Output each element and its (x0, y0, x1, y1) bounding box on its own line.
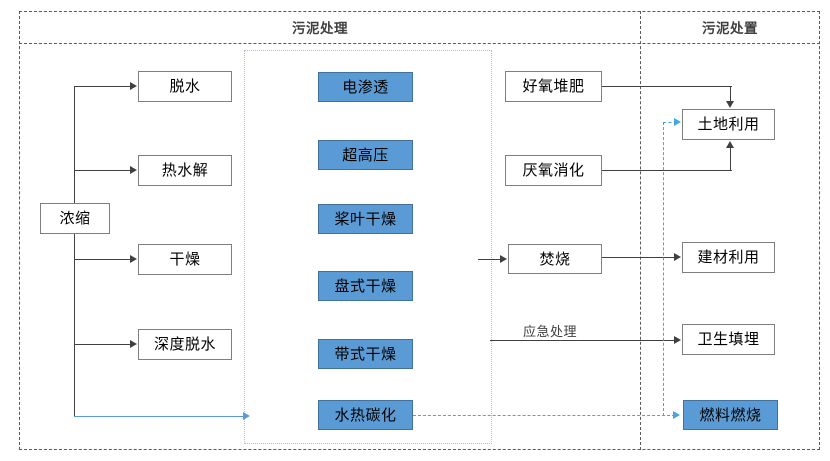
node-anaerobic-digestion[interactable]: 厌氧消化 (505, 155, 602, 186)
arrowhead-dewater (130, 82, 137, 90)
node-dewater[interactable]: 脱水 (138, 71, 232, 102)
connector-thicken-to-dewater (74, 86, 132, 88)
section-title-sludge-treatment: 污泥处理 (292, 21, 348, 37)
technology-group-container (244, 50, 492, 444)
arrowhead-sanitary-landfill (674, 336, 681, 344)
connector-aerobic-composting-to-land-use-h (602, 86, 732, 88)
arrowhead-land-use-bottom (726, 141, 734, 148)
node-thicken[interactable]: 浓缩 (40, 203, 110, 234)
node-deep-dewater[interactable]: 深度脱水 (138, 329, 232, 360)
connector-trunk-vertical (74, 86, 76, 416)
node-electro-osmosis[interactable]: 电渗透 (318, 72, 413, 102)
connector-anaerobic-digestion-to-land-use-v (730, 147, 732, 171)
arrowhead-incineration (500, 255, 507, 263)
connector-thicken-to-thermal-hydrolysis (74, 170, 132, 172)
connector-hydrothermal-to-fuel-combustion (413, 415, 675, 416)
connector-to-incineration (478, 259, 502, 261)
connector-thicken-to-drying (74, 259, 132, 261)
connector-aerobic-composting-to-land-use-v (730, 86, 732, 102)
arrowhead-technology-group (243, 412, 250, 420)
arrowhead-building-material-use (674, 253, 681, 261)
node-fuel-combustion[interactable]: 燃料燃烧 (683, 400, 778, 430)
node-disc-drying[interactable]: 盘式干燥 (318, 271, 413, 301)
connector-hydrothermal-to-land-use-h (663, 122, 677, 123)
connector-hydrothermal-to-land-use-v (663, 122, 664, 416)
arrowhead-deep-dewater (130, 340, 137, 348)
connector-thicken-to-technology-group (74, 416, 246, 418)
arrowhead-land-use-left (674, 118, 681, 126)
node-aerobic-composting[interactable]: 好氧堆肥 (505, 71, 602, 102)
connector-thicken-to-deep-dewater (74, 344, 132, 346)
arrowhead-fuel-combustion (673, 411, 680, 419)
connector-anaerobic-digestion-to-land-use-h (602, 170, 732, 172)
outer-dashed-frame (19, 11, 820, 450)
node-ultra-high-pressure[interactable]: 超高压 (318, 140, 413, 170)
arrowhead-thermal-hydrolysis (130, 166, 137, 174)
node-sanitary-landfill[interactable]: 卫生填埋 (682, 324, 775, 355)
node-drying[interactable]: 干燥 (138, 244, 232, 275)
connector-incineration-to-building-material (602, 257, 676, 259)
section-divider-line (640, 11, 641, 450)
node-belt-drying[interactable]: 带式干燥 (318, 339, 413, 369)
node-land-use[interactable]: 土地利用 (682, 109, 775, 140)
arrowhead-land-use-top (726, 101, 734, 108)
section-title-sludge-disposal: 污泥处置 (702, 21, 758, 37)
node-paddle-drying[interactable]: 桨叶干燥 (318, 204, 413, 234)
node-thermal-hydrolysis[interactable]: 热水解 (138, 155, 232, 186)
arrowhead-drying (130, 255, 137, 263)
edge-label-emergency-treatment: 应急处理 (523, 325, 578, 340)
node-building-material-use[interactable]: 建材利用 (682, 242, 775, 273)
node-incineration[interactable]: 焚烧 (508, 244, 602, 274)
connector-emergency-to-sanitary-landfill (490, 340, 676, 342)
node-hydrothermal-carbonization[interactable]: 水热碳化 (318, 400, 413, 430)
header-divider-line (19, 43, 820, 44)
